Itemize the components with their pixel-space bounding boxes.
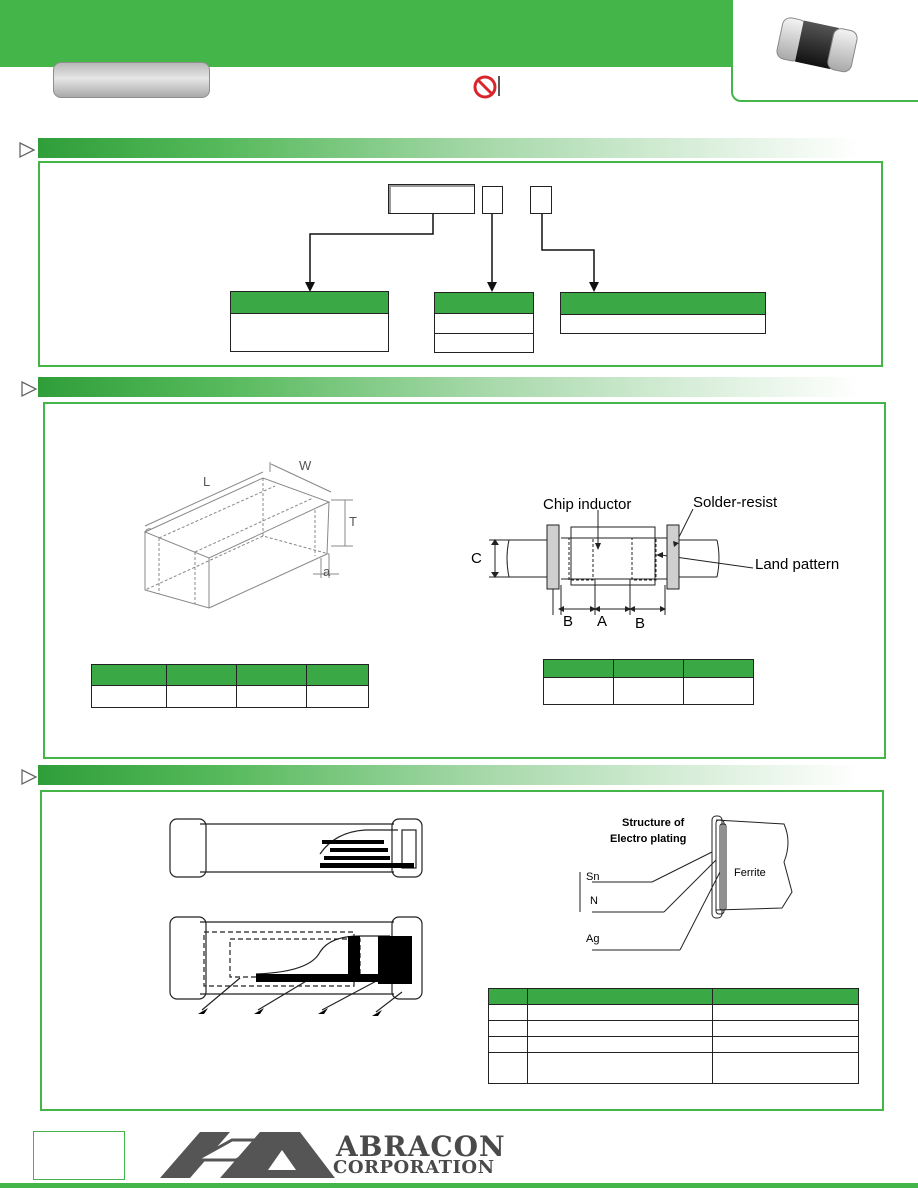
land-pattern-table-header — [543, 659, 754, 678]
label-chip-inductor: Chip inductor — [543, 496, 631, 513]
brand-subtitle: CORPORATION — [333, 1157, 495, 1178]
series-table-header — [231, 292, 388, 314]
header-title-tab — [53, 62, 210, 98]
construction-drawing — [169, 818, 423, 1016]
dim-label-w: W — [299, 458, 312, 473]
footer-line — [0, 1183, 918, 1188]
label-land-pattern: Land pattern — [755, 556, 839, 573]
materials-table-row — [488, 1020, 859, 1037]
label-b-right: B — [635, 615, 645, 632]
land-pattern-table — [543, 659, 754, 705]
part-number-frame — [38, 161, 883, 367]
tolerance-table-header — [561, 293, 765, 315]
plating-label-sn: Sn — [586, 871, 599, 883]
plating-title-line1: Structure of — [622, 817, 685, 829]
part-code-series-box — [388, 184, 475, 214]
materials-table — [488, 988, 859, 1084]
electro-plating-drawing: Structure of Electro plating Sn N Ag Fer… — [579, 815, 793, 951]
size-table-row — [435, 314, 533, 334]
size-table-header — [435, 293, 533, 314]
land-pattern-drawing: Chip inductor Solder-resist Land pattern… — [471, 494, 839, 632]
part-code-size-box — [482, 186, 503, 214]
plating-label-ni: N — [590, 895, 598, 907]
dimensions-frame — [43, 402, 886, 759]
no-entry-icon — [473, 75, 500, 99]
section-header-construction — [38, 765, 860, 785]
materials-table-row — [488, 1036, 859, 1053]
label-a: A — [597, 613, 607, 630]
dimensions-table — [91, 664, 369, 708]
header-bar — [0, 0, 732, 67]
dimensions-table-header — [91, 664, 369, 686]
label-b-left: B — [563, 613, 573, 630]
land-pattern-table-row — [543, 677, 754, 705]
materials-table-header — [488, 988, 859, 1005]
section-header-part-number — [38, 138, 860, 158]
chip-bead-icon — [776, 17, 858, 73]
plating-label-ferrite: Ferrite — [734, 867, 766, 879]
section-header-dimensions — [38, 377, 860, 397]
plating-title-line2: Electro plating — [610, 833, 686, 845]
series-table — [230, 291, 389, 352]
dim-label-l: L — [203, 474, 210, 489]
triangle-arrow-icon — [19, 141, 36, 159]
label-c: C — [471, 550, 482, 567]
dimensions-table-row — [91, 685, 369, 708]
materials-table-row — [488, 1052, 859, 1084]
construction-frame — [40, 790, 884, 1111]
tolerance-table — [560, 292, 766, 334]
materials-table-row — [488, 1004, 859, 1021]
triangle-arrow-icon — [21, 380, 38, 398]
page-number-box — [33, 1131, 125, 1180]
size-table — [434, 292, 534, 353]
part-number-connectors — [305, 214, 599, 292]
abracon-logo-mark — [160, 1132, 335, 1178]
label-solder-resist: Solder-resist — [693, 494, 778, 511]
part-code-tolerance-box — [530, 186, 552, 214]
plating-label-ag: Ag — [586, 933, 599, 945]
dim-label-a: a — [323, 564, 331, 579]
chip-dimension-drawing: L W T a — [143, 458, 357, 609]
brand-name: ABRACON — [336, 1130, 506, 1163]
triangle-arrow-icon — [21, 768, 38, 786]
dim-label-t: T — [349, 514, 357, 529]
product-image-box — [731, 0, 918, 102]
